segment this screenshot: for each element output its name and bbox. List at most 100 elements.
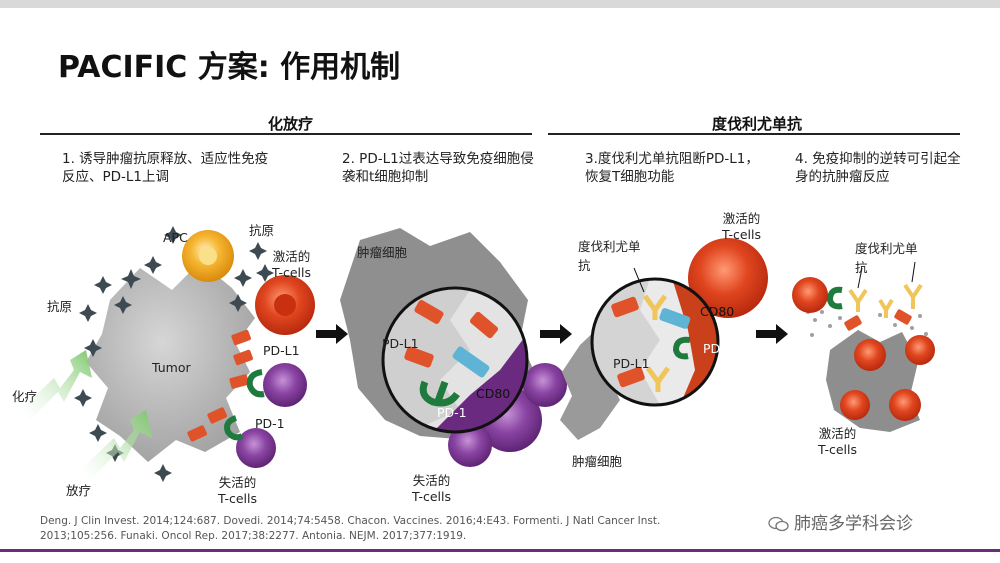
drug-pointer-line xyxy=(633,267,645,293)
pdl1-receptor xyxy=(894,309,912,325)
section-divider-durvalumab xyxy=(548,133,960,135)
arrow-right-icon xyxy=(756,324,788,344)
tumor-cell-label: 肿瘤细胞 xyxy=(357,245,408,260)
antigen-label-left: 抗原 xyxy=(47,299,73,314)
page-title: PACIFIC 方案: 作用机制 xyxy=(58,50,401,85)
durvalumab-line1: 度伐利尤单 xyxy=(578,239,641,254)
pdl1-receptor xyxy=(404,346,434,368)
section-title-durvalumab: 度伐利尤单抗 xyxy=(712,115,803,133)
pdl1-receptor xyxy=(470,311,498,339)
step-1-text: 1. 诱导肿瘤抗原释放、适应性免疫 反应、PD-L1上调 xyxy=(62,150,332,186)
step-3-line1: 3.度伐利尤单抗阻断PD-L1， xyxy=(585,151,759,167)
durvalumab-line2: 抗 xyxy=(578,258,591,273)
activated-tcells-label: 激活的 T-cells xyxy=(722,208,761,242)
step-2-text: 2. PD-L1过表达导致免疫细胞侵 袭和t细胞抑制 xyxy=(342,150,552,186)
antigen-icon xyxy=(114,296,132,314)
arrow-right-icon xyxy=(540,324,572,344)
antigen-icon xyxy=(256,264,274,282)
zoom-circle-outline xyxy=(381,286,529,434)
activated-tcell xyxy=(905,335,935,365)
pd1-receptor xyxy=(826,286,843,310)
inactive-tcell-bg xyxy=(523,363,567,407)
antigen-icon xyxy=(144,256,162,274)
pdl1-receptor xyxy=(229,374,249,389)
activated-tcells-label: 激活的 T-cells xyxy=(818,423,857,457)
step-3-line2: 恢复T细胞功能 xyxy=(585,169,675,185)
antigen-icon xyxy=(164,226,182,244)
antigen-label-top: 抗原 xyxy=(249,223,275,238)
inactive-tcells-line2: T-cells xyxy=(218,491,258,506)
inactive-tcells-line1: 失活的 xyxy=(218,475,257,490)
antigen-icon xyxy=(94,276,112,294)
activated-tcells-line1: 激活的 xyxy=(722,211,761,226)
inactive-tcell-bg xyxy=(448,423,492,467)
antibody-icon xyxy=(878,298,894,318)
drug-pointer-line xyxy=(911,261,916,283)
pd1-label: PD-1 xyxy=(437,405,467,420)
pd1-receptor xyxy=(246,369,265,398)
cd80-receptor xyxy=(659,308,691,329)
antibody-icon xyxy=(848,288,868,312)
activated-tcells-line2: T-cells xyxy=(818,442,858,457)
activated-tcell xyxy=(792,277,828,313)
step-3-text: 3.度伐利尤单抗阻断PD-L1， 恢复T细胞功能 xyxy=(585,150,785,186)
drug-pointer-line xyxy=(857,267,863,289)
pd1-receptor xyxy=(419,380,460,407)
tumor-membrane xyxy=(383,290,470,432)
step-1-line1: 1. 诱导肿瘤抗原释放、适应性免疫 xyxy=(62,151,269,167)
durvalumab-label: 度伐利尤单 抗 xyxy=(578,236,641,274)
step-4-line1: 4. 免疫抑制的逆转可引起全 xyxy=(795,151,961,167)
activated-tcell xyxy=(854,339,886,371)
inactive-tcell-upper xyxy=(263,363,307,407)
zoom-circle-3 xyxy=(592,279,718,405)
citation-line1: Deng. J Clin Invest. 2014;124:687. Doved… xyxy=(40,515,661,527)
antigen-icon xyxy=(84,339,102,357)
antibody-icon xyxy=(642,294,668,320)
section-title-chemoradiotherapy: 化放疗 xyxy=(268,115,314,133)
pdl1-receptor xyxy=(844,315,862,331)
inactive-tcells-line1: 失活的 xyxy=(412,473,451,488)
antigen-icon xyxy=(249,242,267,260)
panel-3-blockade xyxy=(560,238,768,440)
cd80-label: CD80 xyxy=(700,304,735,319)
section-divider-chemo xyxy=(40,133,532,135)
arrow-right-icon xyxy=(316,324,348,344)
tumor-debris xyxy=(806,310,928,337)
antibody-icon xyxy=(645,366,671,392)
pdl1-receptor xyxy=(231,329,251,346)
activated-tcells-line1: 激活的 xyxy=(272,249,311,264)
cd80-receptor xyxy=(452,346,490,378)
panel-4-reversal xyxy=(792,261,935,432)
durvalumab-line2: 抗 xyxy=(855,260,868,275)
citation: Deng. J Clin Invest. 2014;124:687. Doved… xyxy=(40,514,680,544)
antigen-icon xyxy=(121,269,141,289)
pdl1-label: PD-L1 xyxy=(613,356,650,371)
citation-line2: 2013;105:256. Funaki. Oncol Rep. 2017;38… xyxy=(40,530,467,542)
activated-tcells-label: 激活的 T-cells xyxy=(272,246,311,280)
pd1-label: PD-1 xyxy=(255,416,285,431)
cd80-label: CD80 xyxy=(476,386,511,401)
chemotherapy-label: 化疗 xyxy=(12,389,38,404)
activated-tcells-line2: T-cells xyxy=(722,227,762,242)
footer-bar xyxy=(0,549,1000,552)
step-1-line2: 反应、PD-L1上调 xyxy=(62,169,170,185)
watermark: 肺癌多学科会诊 xyxy=(768,509,913,534)
watermark-text: 肺癌多学科会诊 xyxy=(794,514,913,534)
activated-tcell-bg xyxy=(688,238,768,318)
apc-nucleus xyxy=(199,247,217,265)
radiotherapy-arrow-icon xyxy=(82,410,152,480)
inactive-tcells-label: 失活的 T-cells xyxy=(412,470,451,504)
pdl1-receptor xyxy=(611,296,639,318)
inactive-tcells-line2: T-cells xyxy=(412,489,452,504)
inactive-tcells-label: 失活的 T-cells xyxy=(218,472,257,506)
pdl1-receptor xyxy=(617,366,645,388)
pdl1-label: PD-L1 xyxy=(382,336,419,351)
activated-tcell xyxy=(889,389,921,421)
antigen-icon xyxy=(154,464,172,482)
antigen-icon xyxy=(79,304,97,322)
tumor-membrane xyxy=(592,279,660,405)
step-4-line2: 身的抗肿瘤反应 xyxy=(795,169,890,185)
pd1-label: PD-1 xyxy=(703,341,733,356)
pdl1-receptor xyxy=(414,300,444,324)
